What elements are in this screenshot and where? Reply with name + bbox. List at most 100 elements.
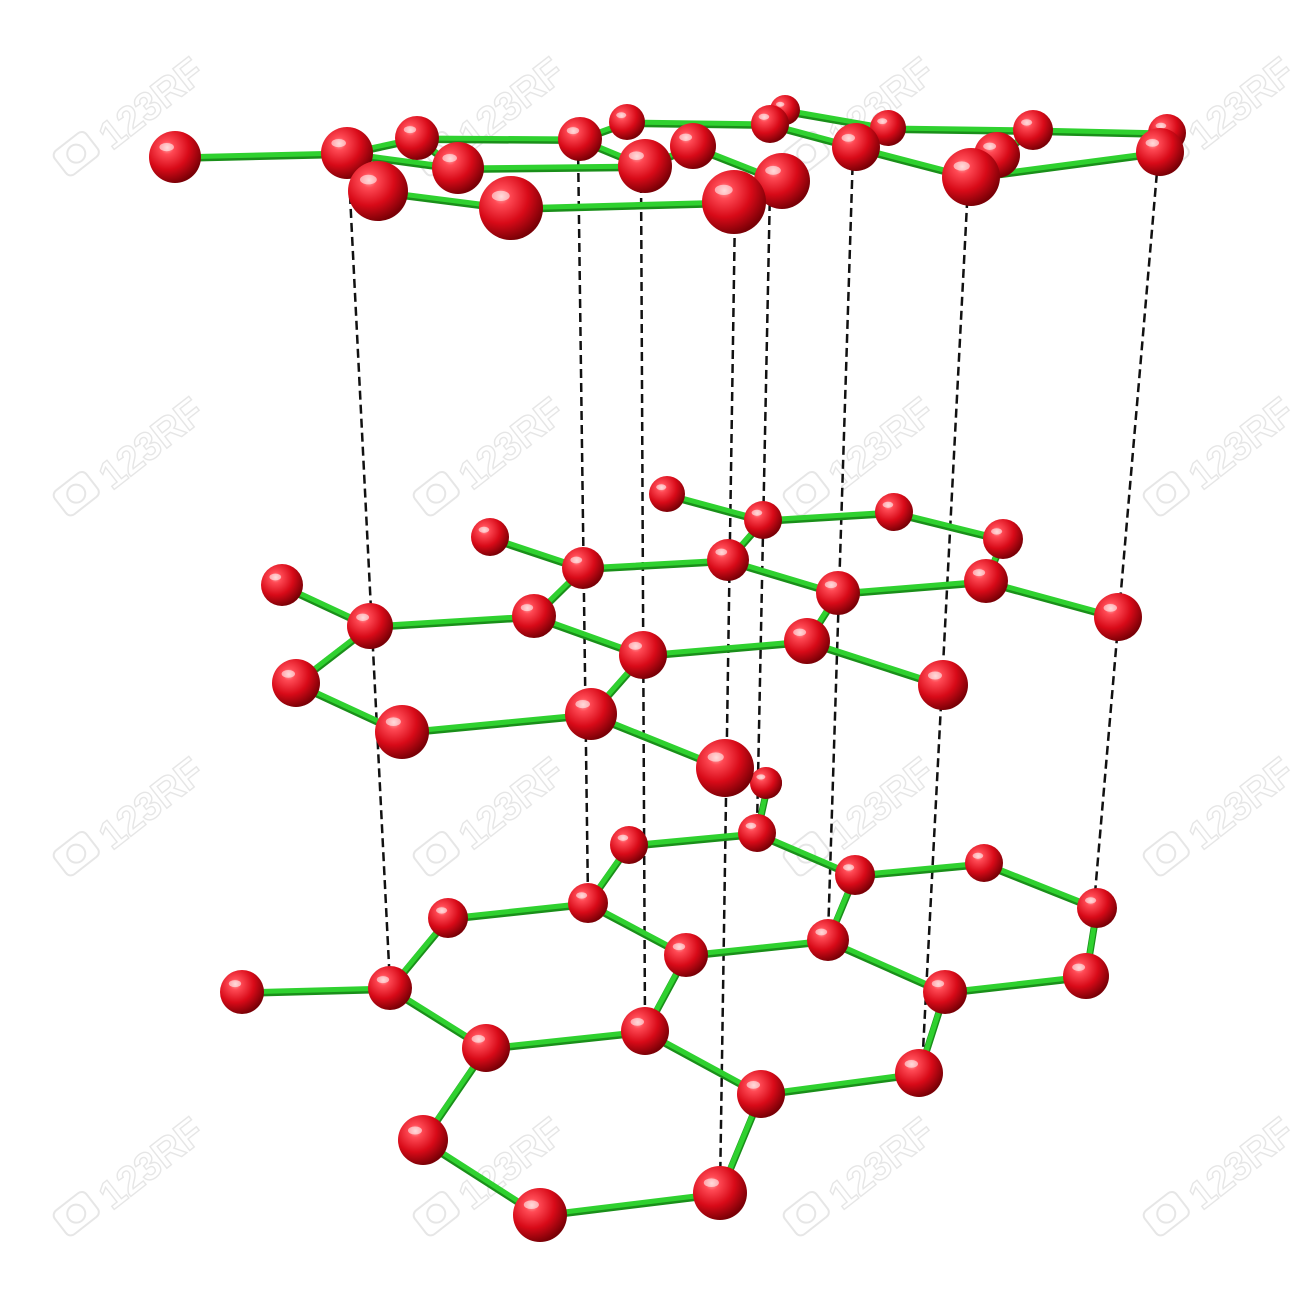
graphene-layer-middle	[261, 476, 1142, 799]
carbon-atom	[696, 739, 754, 797]
bond	[624, 119, 773, 127]
atom-highlight	[576, 892, 588, 899]
carbon-atom	[428, 898, 468, 938]
carbon-atom	[610, 826, 648, 864]
atom-highlight	[520, 604, 534, 612]
carbon-atom	[835, 855, 875, 895]
atom-highlight	[843, 864, 855, 871]
atom-highlight	[746, 1081, 761, 1089]
carbon-atom	[807, 919, 849, 961]
carbon-atom	[432, 142, 484, 194]
atom-highlight	[793, 628, 807, 636]
atom-highlight	[953, 161, 970, 171]
atom-highlight	[824, 581, 838, 589]
carbon-atom	[664, 933, 708, 977]
carbon-atom	[649, 476, 685, 512]
atom-highlight	[628, 151, 644, 161]
atom-highlight	[776, 101, 785, 107]
carbon-atom	[565, 688, 617, 740]
atom-highlight	[442, 153, 457, 163]
atom-highlight	[758, 113, 770, 120]
atom-highlight	[882, 501, 894, 508]
carbon-atom	[875, 493, 913, 531]
bond	[445, 900, 591, 921]
atom-highlight	[376, 976, 390, 984]
atom-highlight	[931, 980, 945, 988]
watermark	[50, 748, 214, 890]
carbon-atom	[750, 767, 782, 799]
atom-highlight	[703, 1178, 719, 1188]
atoms-middle	[261, 476, 1142, 799]
carbon-atom	[1077, 888, 1117, 928]
bond	[640, 638, 810, 658]
carbon-atom	[261, 564, 303, 606]
carbon-atom	[670, 123, 716, 169]
interlayer-dashed-line	[755, 187, 772, 829]
atom-highlight	[630, 1018, 645, 1026]
bond	[367, 613, 537, 629]
atom-highlight	[436, 907, 448, 914]
atom-highlight	[478, 526, 490, 533]
atom-highlight	[672, 943, 686, 951]
bond	[626, 830, 760, 848]
carbon-atom	[348, 161, 408, 221]
carbon-atom	[707, 539, 749, 581]
atom-highlight	[570, 556, 583, 564]
interlayer-dashed-lines	[348, 144, 1160, 1191]
carbon-atom	[609, 104, 645, 140]
atom-highlight	[972, 852, 984, 859]
carbon-atom	[964, 559, 1008, 603]
atom-highlight	[566, 127, 580, 135]
carbon-atom	[895, 1049, 943, 1097]
bond	[239, 985, 393, 995]
atom-highlight	[877, 118, 888, 125]
atom-highlight	[523, 1200, 539, 1210]
carbon-atom	[1063, 953, 1109, 999]
watermark	[1140, 1108, 1300, 1250]
bond	[885, 125, 1036, 133]
carbon-atom	[368, 966, 412, 1010]
carbon-atom	[1013, 110, 1053, 150]
carbon-atom	[512, 594, 556, 638]
watermark	[780, 388, 944, 530]
atom-highlight	[679, 133, 693, 141]
interlayer-dashed-line	[826, 151, 855, 937]
carbon-atom	[1136, 128, 1184, 176]
atom-highlight	[972, 569, 986, 577]
bond	[852, 860, 987, 878]
carbon-atom	[347, 603, 393, 649]
atom-highlight	[356, 613, 370, 621]
carbon-atom	[693, 1166, 747, 1220]
atom-highlight	[751, 509, 763, 516]
atom-highlight	[360, 174, 377, 185]
atom-highlight	[983, 142, 997, 150]
atom-highlight	[491, 190, 510, 201]
watermark	[1140, 748, 1300, 890]
watermark	[50, 388, 214, 530]
atom-highlight	[765, 165, 781, 175]
carbon-atom	[149, 131, 201, 183]
atom-highlight	[575, 699, 590, 709]
atom-highlight	[656, 484, 667, 491]
atom-highlight	[331, 138, 346, 148]
atoms-top	[149, 95, 1186, 240]
atoms-bottom	[220, 769, 1117, 1242]
carbon-atom	[558, 117, 602, 161]
watermark	[1140, 388, 1300, 530]
atom-highlight	[617, 834, 629, 841]
carbon-atom	[983, 519, 1023, 559]
bond	[580, 557, 731, 571]
interlayer-dashed-line	[639, 169, 647, 1029]
atom-highlight	[714, 184, 733, 195]
carbon-atom	[398, 1115, 448, 1165]
atom-highlight	[408, 1126, 422, 1135]
bond	[414, 135, 583, 142]
carbon-atom	[621, 1007, 669, 1055]
atom-highlight	[281, 670, 296, 678]
carbon-atom	[918, 660, 968, 710]
watermark	[410, 748, 574, 890]
atom-highlight	[1145, 139, 1160, 147]
carbon-atom	[513, 1188, 567, 1242]
carbon-atom	[744, 501, 782, 539]
